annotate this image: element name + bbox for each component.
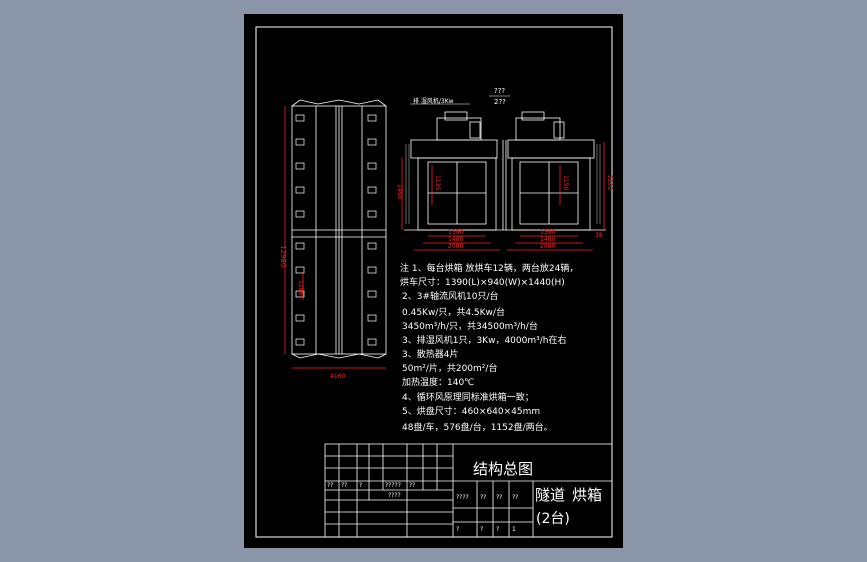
plan-dim-height: 12980 xyxy=(279,245,287,267)
fan-marker xyxy=(295,114,305,122)
plan-fan-markers xyxy=(295,114,377,346)
dim-2080-left: 2080 xyxy=(448,243,463,250)
code-cell: ? xyxy=(359,482,362,489)
fan-marker xyxy=(295,138,305,146)
note-line: 3、散热器4片 xyxy=(402,348,458,360)
fan-marker xyxy=(295,290,305,298)
dim-1480-right: 1480 xyxy=(540,236,555,243)
fan-marker xyxy=(367,186,377,194)
fan-marker xyxy=(295,314,305,322)
fan-marker xyxy=(295,338,305,346)
note-line: 4、循环风原理同标准烘箱一致； xyxy=(402,391,534,403)
fan-marker xyxy=(367,162,377,170)
note-line: 48盘/车，576盘/台，1152盘/两台。 xyxy=(402,421,553,433)
dim-inner-left: 1135 xyxy=(434,175,441,190)
fan-marker xyxy=(295,210,305,218)
code-cell: 1 xyxy=(512,526,516,533)
code-cell: ???? xyxy=(388,492,401,499)
elevation-view xyxy=(404,111,606,231)
fan-marker xyxy=(367,210,377,218)
code-cell: ?? xyxy=(327,482,333,489)
dim-1480-left: 1480 xyxy=(448,236,463,243)
code-cell: ? xyxy=(496,526,499,533)
note-line: 烘车尺寸：1390(L)×940(W)×1440(H) xyxy=(400,276,565,288)
plan-dim-width: 4160 xyxy=(330,373,345,380)
fan-marker xyxy=(367,338,377,346)
drawing-sheet xyxy=(244,14,623,548)
fan-marker xyxy=(295,162,305,170)
title-block-subtitle-prefix: 隧道 xyxy=(535,486,565,504)
note-line: 0.45Kw/只，共4.5Kw/台 xyxy=(402,306,505,318)
code-cell: ?? xyxy=(409,482,415,489)
code-cell: ???? xyxy=(456,494,469,501)
notes-block: 注 1、每台烘箱 放烘车12辆，两台放24辆， 烘车尺寸：1390(L)×940… xyxy=(400,262,578,433)
dim-height-right: 2800 xyxy=(606,175,613,190)
dim-38: 38 xyxy=(595,232,603,239)
fan-note-top: ??? xyxy=(494,87,505,95)
fan-marker xyxy=(295,242,305,250)
title-block-title: 结构总图 xyxy=(473,460,533,478)
fan-marker xyxy=(295,186,305,194)
note-line: 加热温度：140℃ xyxy=(402,376,474,388)
plan-view xyxy=(291,99,387,359)
plan-dim-side: 1280 xyxy=(297,280,304,295)
dim-1390-left: 1390 xyxy=(448,229,463,236)
fan-marker xyxy=(367,314,377,322)
code-cell: ?? xyxy=(341,482,347,489)
title-block-qty: (2台) xyxy=(536,511,570,527)
fan-note-bottom: 2?? xyxy=(494,98,506,106)
note-line: 3、排湿风机1只，3Kw，4000m³/h在右 xyxy=(402,334,566,346)
fan-marker xyxy=(367,138,377,146)
code-cell: ?? xyxy=(512,494,518,501)
title-block-subtitle-main: 烘箱 xyxy=(572,486,602,504)
code-cell: ?? xyxy=(496,494,502,501)
title-block xyxy=(324,443,613,538)
fan-marker xyxy=(367,114,377,122)
code-cell: ? xyxy=(480,526,483,533)
fan-marker xyxy=(367,290,377,298)
note-line: 3450m³/h/只，共34500m³/h/台 xyxy=(402,320,538,332)
note-line: 2、3#轴流风机10只/台 xyxy=(402,290,498,302)
elevation-hatch xyxy=(405,144,601,224)
fan-marker xyxy=(295,266,305,274)
dim-1390-right: 1390 xyxy=(540,229,555,236)
elevation-dimensions xyxy=(401,142,605,251)
dim-inner-right: 1150 xyxy=(562,175,569,190)
dim-height-left: 1450 xyxy=(396,184,403,199)
code-cell: ? xyxy=(456,526,459,533)
dim-2080-right: 2080 xyxy=(540,243,555,250)
plan-dimensions xyxy=(284,106,386,369)
note-line: 50m²/片，共200m²/台 xyxy=(402,362,497,374)
fan-label: 排 湿风机/3Kw xyxy=(413,97,454,105)
code-cell: ????? xyxy=(385,482,401,489)
title-block-codes: ?? ?? ? ????? ?? ???? ???? ?? ?? ?? ? ? … xyxy=(327,482,518,533)
fan-marker xyxy=(367,266,377,274)
note-line: 注 1、每台烘箱 放烘车12辆，两台放24辆， xyxy=(400,262,578,274)
note-line: 5、烘盘尺寸：460×640×45mm xyxy=(402,405,540,417)
code-cell: ?? xyxy=(480,494,486,501)
fan-marker xyxy=(367,242,377,250)
